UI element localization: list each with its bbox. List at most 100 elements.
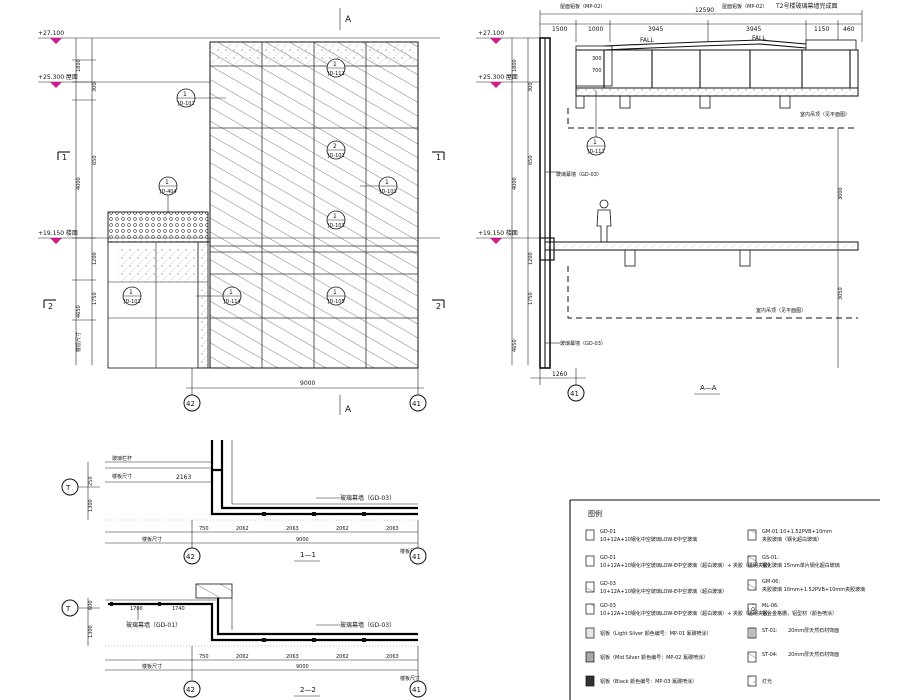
dim-text: 楼板尺寸	[400, 675, 420, 682]
label: 楼板尺寸	[112, 473, 132, 480]
dim-value: 2062	[236, 654, 249, 660]
axis-bubble	[183, 394, 201, 412]
dim-value: 650	[528, 155, 534, 165]
axis-label: 41	[412, 400, 421, 408]
dim-text: 楼板尺寸	[400, 548, 420, 555]
axis-label: 41	[412, 553, 421, 561]
svg-text:1: 1	[333, 213, 337, 220]
svg-text:JD-102: JD-102	[177, 101, 195, 107]
dim-value: 1300	[88, 625, 94, 638]
tag: 1 JD-102	[176, 88, 226, 108]
floor-slab	[544, 241, 859, 251]
svg-text:1: 1	[333, 289, 337, 296]
level-label: +27.100	[478, 30, 504, 37]
axis-bubble	[409, 547, 427, 565]
section-aa-view: +27.100 +25.300 屋面 +19.150 楼面 1800 300 6…	[476, 2, 863, 402]
note: 室内吊顶（见平面图）	[756, 307, 806, 314]
svg-text:灯光: 灯光	[762, 678, 772, 685]
dim-value: 2062	[236, 526, 249, 532]
dim-value: 460	[843, 26, 855, 33]
dim-value: 1700	[130, 606, 143, 612]
perforated-panel	[107, 211, 209, 243]
svg-text:夹胶玻璃（钢化超白玻璃）: 夹胶玻璃（钢化超白玻璃）	[762, 536, 822, 543]
plan-2-2: T 600 1300 1700 1740 玻璃幕墙（GD-01） 玻璃幕墙（GD…	[61, 583, 427, 698]
svg-text:GD-03: GD-03	[600, 581, 616, 587]
svg-text:ST-01:: ST-01:	[762, 628, 778, 634]
dim-value: 2063	[386, 654, 399, 660]
axis-label: 41	[412, 686, 421, 694]
dim-text: 楼板尺寸	[142, 536, 162, 543]
tag: 1 JD-103	[326, 210, 346, 230]
dim-value: 1200	[528, 252, 534, 265]
svg-text:GD-01: GD-01	[600, 529, 616, 535]
legend-title: 图例	[588, 509, 602, 518]
tag: 1 JD-114	[196, 286, 242, 306]
section-mark-top: A	[345, 15, 352, 25]
level-label: +25.300 屋面	[478, 74, 518, 81]
legend: 图例 GD-01 10+12A+10钢化中空玻璃LOW-E中空玻璃 GD-01 …	[569, 499, 880, 700]
human-figure	[596, 199, 612, 243]
svg-text:1: 1	[129, 289, 133, 296]
axis-bubble	[183, 680, 201, 698]
note: 玻璃幕墙（GD-03）	[560, 340, 606, 347]
axis-bubble	[409, 394, 427, 412]
svg-text:JD-105: JD-105	[327, 299, 345, 305]
plan-1-1: T 250 1300 玻璃栏杆 楼板尺寸 2163 玻璃幕墙（GD-03） 75…	[61, 440, 427, 565]
tag: 1 JD-105	[326, 286, 346, 306]
axis-bubble	[567, 384, 585, 402]
svg-text:ST-04:: ST-04:	[762, 652, 778, 658]
dim-value: 250	[88, 476, 94, 486]
note: T2号楼玻璃幕墙完成面	[775, 2, 837, 10]
svg-text:1: 1	[229, 289, 233, 296]
dim-value: 300	[528, 82, 534, 92]
dim-value: 4650	[76, 305, 82, 318]
note: 玻璃幕墙（GD-03）	[340, 621, 395, 629]
tag: 1 JD-404	[158, 176, 178, 214]
label: 玻璃栏杆	[112, 455, 132, 462]
section-number: 2	[48, 302, 53, 311]
axis-label: 42	[186, 400, 195, 408]
dim-value: 2063	[386, 526, 399, 532]
axis-label: T	[65, 484, 71, 492]
dim-value: 2063	[286, 654, 299, 660]
view-title: A—A	[700, 384, 717, 392]
level-markers-left: +27.100 +25.300 屋面 +19.150 楼面	[38, 30, 440, 244]
svg-text:钢化玻璃 15mm单片钢化超白玻璃: 钢化玻璃 15mm单片钢化超白玻璃	[762, 562, 840, 569]
tag: 1 JD-103	[360, 176, 398, 196]
note: 室内吊顶（见平面图）	[800, 111, 850, 118]
tag-code: JD-112	[587, 149, 605, 155]
dim-text: 楼层尺寸	[75, 332, 82, 352]
svg-text:2: 2	[333, 143, 337, 150]
dim-value: 1150	[814, 26, 829, 33]
dim-value: 650	[92, 155, 98, 165]
axis-bubble	[183, 547, 201, 565]
dim-value: 3000	[838, 187, 844, 200]
dim-total: 12590	[695, 7, 714, 14]
dim-value: 300	[592, 56, 602, 62]
svg-text:20mm厚天然石材饰面: 20mm厚天然石材饰面	[788, 651, 839, 658]
axis-label: 41	[570, 390, 579, 398]
fall-label: FALL	[752, 35, 766, 42]
svg-text:JD-101: JD-101	[123, 299, 141, 305]
view-title: 2—2	[300, 686, 316, 694]
svg-text:10+12A+10钢化中空玻璃LOW-E中空玻璃: 10+12A+10钢化中空玻璃LOW-E中空玻璃	[600, 536, 697, 543]
dim-value: 1750	[92, 292, 98, 305]
axis-bubble	[409, 680, 427, 698]
svg-text:JD-103: JD-103	[327, 223, 345, 229]
svg-text:ML-06:: ML-06:	[762, 603, 779, 609]
dim-value: 1740	[172, 606, 185, 612]
svg-text:JD-103: JD-103	[379, 189, 397, 195]
svg-text:JD-101: JD-101	[327, 153, 345, 159]
svg-text:10+12A+10钢化中空玻璃LOW-E中空玻璃（超白玻璃）: 10+12A+10钢化中空玻璃LOW-E中空玻璃（超白玻璃）	[600, 588, 727, 595]
svg-text:铝板（Light Silver 颜色编号：MP-01 氟碳喷: 铝板（Light Silver 颜色编号：MP-01 氟碳喷涂）	[600, 630, 712, 637]
svg-text:10+12A+10钢化中空玻璃LOW-E中空玻璃（超白玻璃）: 10+12A+10钢化中空玻璃LOW-E中空玻璃（超白玻璃）+ 夹胶（透明夹胶）	[600, 610, 773, 617]
vertical-dimensions: 1800 300 650 4000 1200 1750 4650 楼层尺寸	[72, 38, 98, 365]
fall-label: FALL	[640, 37, 654, 44]
detail-tags: 1 JD-111 1 JD-102 2 JD-101 1 J	[122, 58, 398, 306]
dim-value: 4000	[76, 177, 82, 190]
dim-value: 1800	[76, 59, 82, 72]
section-number: 1	[62, 153, 67, 162]
dim-value: 9000	[300, 380, 315, 387]
svg-text:20mm厚天然石材饰面: 20mm厚天然石材饰面	[788, 627, 839, 634]
